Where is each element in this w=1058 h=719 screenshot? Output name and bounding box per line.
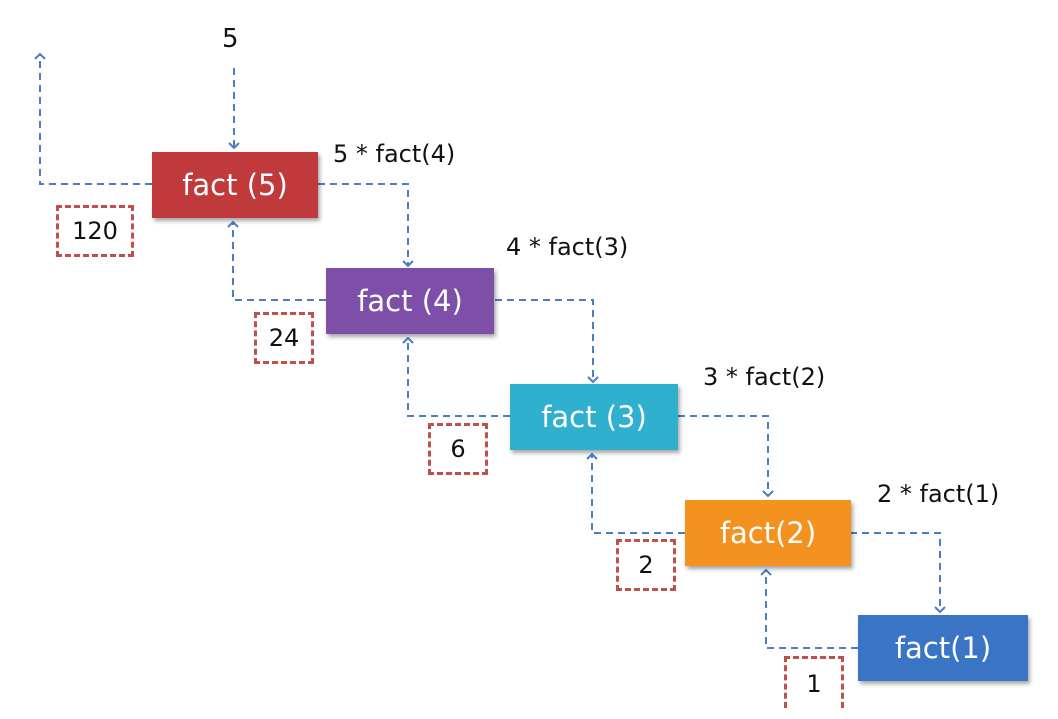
result-arrow bbox=[34, 52, 152, 185]
return-value-120: 120 bbox=[56, 205, 134, 257]
return-value-6: 6 bbox=[428, 423, 488, 475]
return-arrow-4-5 bbox=[227, 220, 326, 301]
call-box-fact-1: fact(1) bbox=[858, 615, 1028, 681]
return-arrow-1-2 bbox=[760, 568, 858, 649]
return-arrow-3-4 bbox=[402, 336, 510, 417]
expr-label-5: 5 * fact(4) bbox=[333, 140, 456, 168]
return-value-2: 2 bbox=[616, 539, 676, 591]
expr-label-3: 3 * fact(2) bbox=[703, 363, 826, 391]
return-arrow-2-3 bbox=[586, 452, 685, 534]
expr-label-2: 2 * fact(1) bbox=[877, 480, 1000, 508]
call-arrow-5-4 bbox=[318, 183, 414, 268]
call-box-fact-2: fact(2) bbox=[685, 500, 851, 566]
call-arrow-4-3 bbox=[495, 299, 599, 384]
return-value-24: 24 bbox=[254, 312, 314, 364]
call-arrow-2-1 bbox=[850, 532, 946, 614]
expr-label-4: 4 * fact(3) bbox=[506, 233, 629, 261]
call-arrow-3-2 bbox=[678, 415, 774, 498]
call-box-fact-3: fact (3) bbox=[510, 384, 678, 450]
call-box-fact-4: fact (4) bbox=[326, 268, 494, 334]
input-value: 5 bbox=[222, 24, 239, 54]
call-box-fact-5: fact (5) bbox=[152, 152, 318, 218]
return-value-1: 1 bbox=[784, 656, 844, 708]
